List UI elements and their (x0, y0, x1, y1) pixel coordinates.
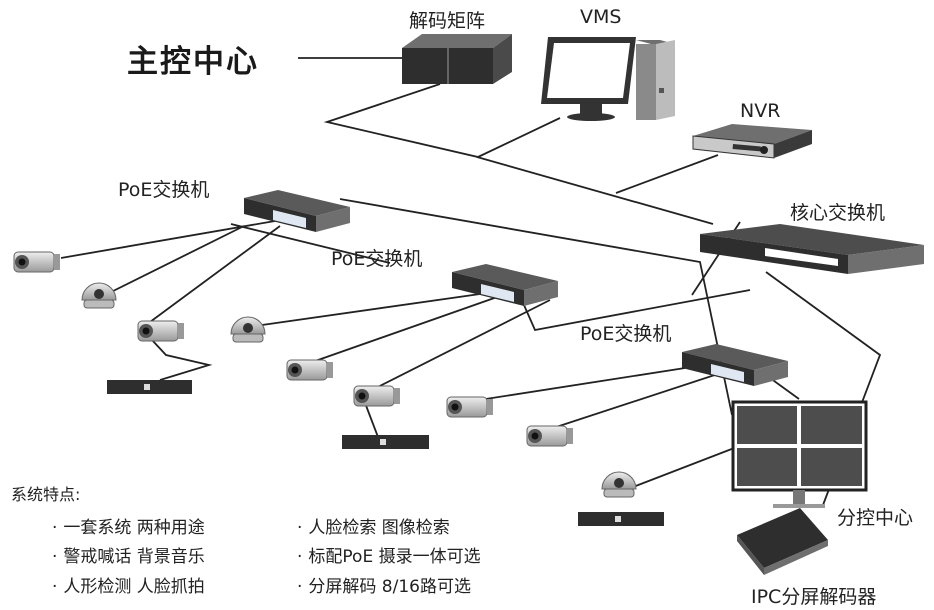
bullet-dot-icon: · (52, 547, 58, 567)
poe-switch-3-label: PoE交换机 (580, 323, 672, 345)
recorder-unit-1 (107, 380, 192, 394)
bullet-camera-5 (446, 396, 493, 418)
bullet-camera-6 (526, 425, 573, 447)
ipc-decoder-label: IPC分屏解码器 (751, 586, 877, 608)
feature-text: 警戒喊话 背景音乐 (63, 547, 205, 567)
core-switch-device (700, 224, 924, 274)
poe-switch-2-device (452, 264, 558, 306)
poe-switch-3-device (682, 344, 788, 386)
bullet-dot-icon: · (297, 518, 303, 538)
poe-switch-2-label: PoE交换机 (331, 248, 423, 270)
nvr-label: NVR (740, 100, 781, 122)
feature-item: ·标配PoE 摄录一体可选 (297, 542, 481, 567)
vms-workstation (541, 37, 675, 121)
feature-text: 人形检测 人脸抓拍 (63, 577, 205, 597)
bullet-dot-icon: · (297, 547, 303, 567)
poe-switch-1-label: PoE交换机 (118, 179, 210, 201)
bullet-camera-1 (13, 251, 60, 273)
dome-camera-2 (230, 316, 266, 343)
sub-center-label: 分控中心 (837, 507, 914, 529)
bullet-camera-2 (137, 320, 184, 342)
feature-text: 分屏解码 8/16路可选 (308, 577, 471, 597)
features-heading: 系统特点: (11, 485, 81, 504)
connection-lines (60, 57, 882, 506)
vms-label: VMS (580, 6, 622, 28)
decoder-matrix-label: 解码矩阵 (409, 10, 486, 32)
feature-item: ·人脸检索 图像检索 (297, 513, 450, 538)
feature-item: ·警戒喊话 背景音乐 (52, 542, 205, 567)
bullet-dot-icon: · (52, 577, 58, 597)
feature-text: 一套系统 两种用途 (63, 518, 205, 538)
core-switch-label: 核心交换机 (790, 202, 886, 224)
feature-text: 人脸检索 图像检索 (308, 518, 450, 538)
bullet-camera-3 (286, 359, 333, 381)
poe-switch-1-device (244, 190, 350, 232)
nvr-device (692, 124, 812, 159)
feature-item: ·分屏解码 8/16路可选 (297, 572, 471, 597)
dome-camera-1 (81, 282, 117, 309)
ipc-decoder-device (737, 508, 828, 575)
recorder-unit-2 (342, 435, 429, 449)
feature-text: 标配PoE 摄录一体可选 (308, 547, 481, 567)
feature-item: ·人形检测 人脸抓拍 (52, 572, 205, 597)
main-control-center-title: 主控中心 (127, 44, 259, 80)
recorder-unit-3 (578, 512, 664, 526)
video-wall-display (731, 400, 868, 508)
bullet-camera-4 (353, 385, 400, 407)
decoder-matrix-device (402, 34, 512, 84)
bullet-dot-icon: · (297, 577, 303, 597)
dome-camera-3 (601, 471, 637, 498)
feature-item: ·一套系统 两种用途 (52, 513, 205, 538)
bullet-dot-icon: · (52, 518, 58, 538)
